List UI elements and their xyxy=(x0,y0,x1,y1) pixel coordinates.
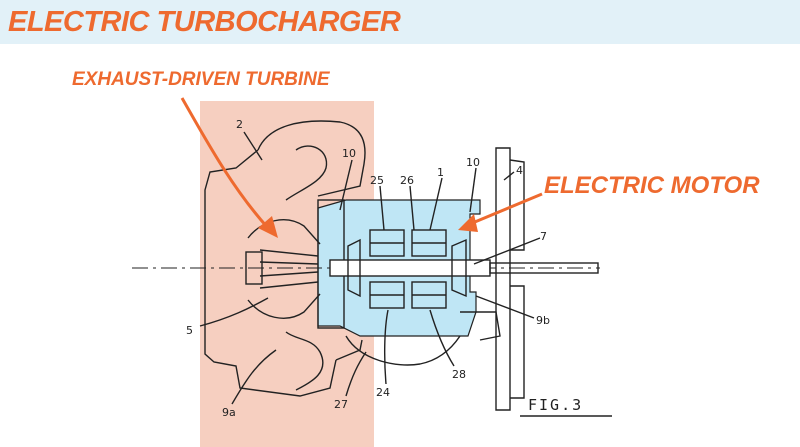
turbine-callout-arrow xyxy=(180,97,270,230)
part-label-26: 26 xyxy=(400,174,414,187)
motor-arrowhead xyxy=(458,214,478,232)
part-label-9b: 9b xyxy=(536,314,550,327)
title-banner xyxy=(0,0,800,44)
callout-exhaust-driven-turbine: EXHAUST-DRIVEN TURBINE xyxy=(72,69,330,90)
part-label-9a: 9a xyxy=(222,406,236,419)
part-label-4: 4 xyxy=(516,164,523,177)
page-title: ELECTRIC TURBOCHARGER xyxy=(8,6,401,38)
part-label-7: 7 xyxy=(540,230,547,243)
part-label-27: 27 xyxy=(334,398,348,411)
part-label-10-left: 10 xyxy=(342,147,356,160)
part-label-25: 25 xyxy=(370,174,384,187)
part-label-5: 5 xyxy=(186,324,193,337)
figure-label: FIG.3 xyxy=(528,396,583,414)
part-label-28: 28 xyxy=(452,368,466,381)
part-label-10-right: 10 xyxy=(466,156,480,169)
callout-electric-motor: ELECTRIC MOTOR xyxy=(544,172,760,199)
part-label-24: 24 xyxy=(376,386,390,399)
motor-callout-arrow xyxy=(469,192,543,226)
turbine-arrowhead xyxy=(258,216,278,238)
part-label-1: 1 xyxy=(437,166,444,179)
part-label-2: 2 xyxy=(236,118,243,131)
technical-drawing xyxy=(132,120,600,411)
